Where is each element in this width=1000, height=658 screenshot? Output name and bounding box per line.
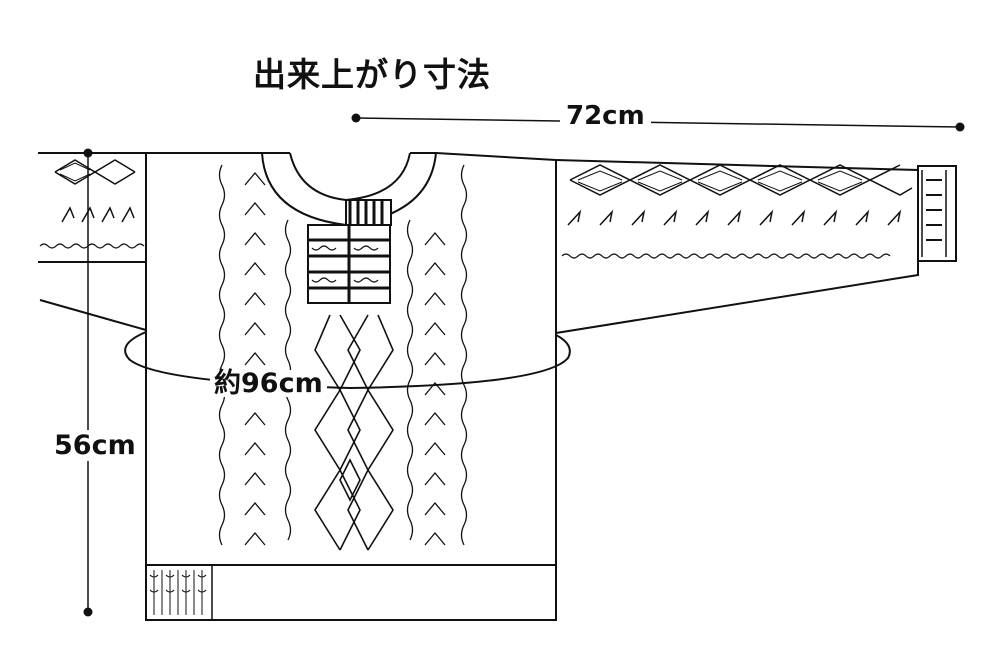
left-sleeve <box>38 152 147 331</box>
sleeve-dimension-line <box>355 117 961 128</box>
yoke-pattern <box>307 199 392 304</box>
diagram-title: 出来上がり寸法 <box>253 55 491 94</box>
right-sleeve <box>555 159 957 334</box>
sleeve-length-label: 72cm <box>560 103 651 129</box>
height-dim-bottom-dot <box>83 607 93 617</box>
sleeve-dim-end-dot <box>955 122 965 132</box>
sleeve-dim-start-dot <box>351 113 361 123</box>
cable-columns <box>218 164 468 551</box>
chest-measure-line <box>124 331 571 390</box>
chest-circumference-label: 約96cm <box>210 370 327 397</box>
body-panel <box>145 152 557 621</box>
height-dim-top-dot <box>83 148 93 158</box>
body-length-label: 56cm <box>52 430 138 461</box>
